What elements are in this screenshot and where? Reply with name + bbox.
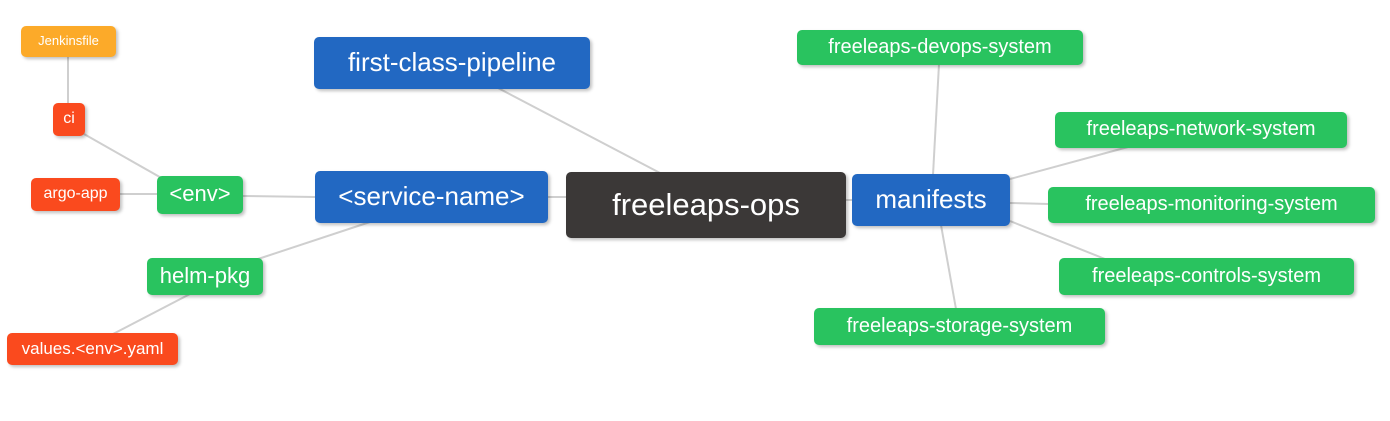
- edge-manifests-to-freeleaps-storage-system: [940, 224, 957, 310]
- node-first-class-pipeline[interactable]: first-class-pipeline: [314, 37, 590, 89]
- node-manifests[interactable]: manifests: [852, 174, 1010, 226]
- node-freeleaps-ops[interactable]: freeleaps-ops: [566, 172, 846, 238]
- node-helm-pkg[interactable]: helm-pkg: [147, 258, 263, 295]
- edge-manifests-to-freeleaps-devops-system: [932, 63, 940, 176]
- node-jenkinsfile[interactable]: Jenkinsfile: [21, 26, 116, 57]
- node-freeleaps-storage-system[interactable]: freeleaps-storage-system: [814, 308, 1105, 345]
- edge-helm-pkg-to-service-name: [257, 221, 371, 260]
- node-freeleaps-network-system[interactable]: freeleaps-network-system: [1055, 112, 1347, 148]
- edge-manifests-to-freeleaps-monitoring-system: [1009, 202, 1050, 205]
- node-freeleaps-monitoring-system[interactable]: freeleaps-monitoring-system: [1048, 187, 1375, 223]
- node-ci[interactable]: ci: [53, 103, 85, 136]
- edge-manifests-to-freeleaps-controls-system: [1009, 220, 1111, 262]
- node-freeleaps-controls-system[interactable]: freeleaps-controls-system: [1059, 258, 1354, 295]
- edge-manifests-to-freeleaps-network-system: [1009, 146, 1129, 180]
- edge-env-to-service-name: [242, 195, 316, 198]
- edge-ci-to-env: [83, 133, 166, 181]
- node-argo-app[interactable]: argo-app: [31, 178, 120, 211]
- node-values-env-yaml[interactable]: values.<env>.yaml: [7, 333, 178, 365]
- node-service-name[interactable]: <service-name>: [315, 171, 548, 223]
- edge-first-class-pipeline-to-freeleaps-ops: [497, 87, 663, 175]
- node-freeleaps-devops-system[interactable]: freeleaps-devops-system: [797, 30, 1083, 65]
- node-env[interactable]: <env>: [157, 176, 243, 214]
- edge-values-env-yaml-to-helm-pkg: [112, 293, 191, 335]
